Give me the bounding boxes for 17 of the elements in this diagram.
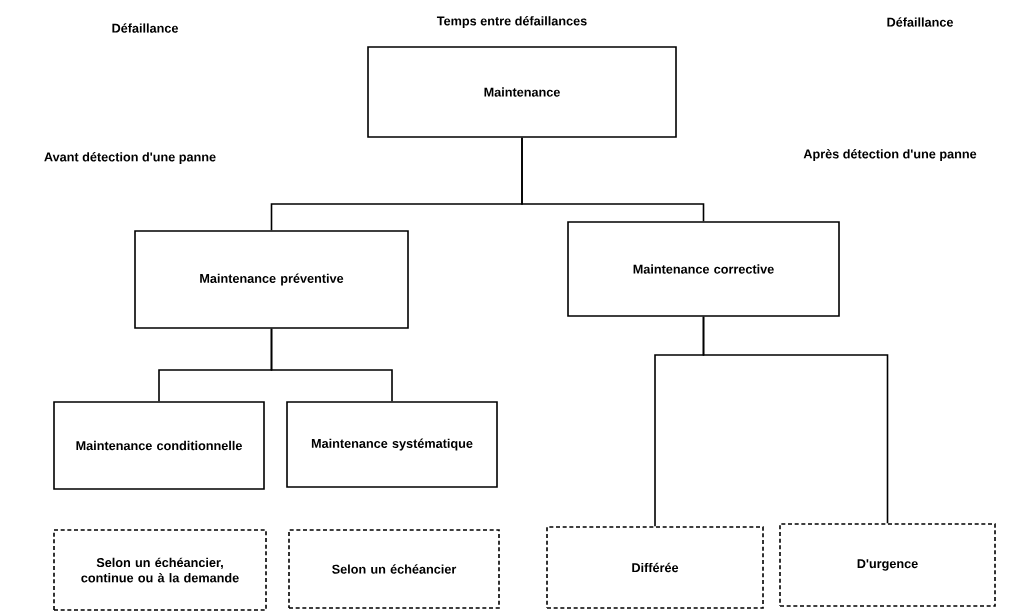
dashed-box: Selon un échéancier xyxy=(288,529,500,609)
dashed-box: Différée xyxy=(546,526,764,609)
label: Temps entre défaillances xyxy=(436,16,587,28)
label: Défaillance xyxy=(887,17,953,27)
process-box: Maintenance systématique xyxy=(286,401,498,488)
process-box: Maintenance conditionnelle xyxy=(53,401,265,490)
connector-line xyxy=(270,328,393,402)
dashed-box: Selon un échéancier, continue ou à la demande xyxy=(53,529,267,611)
process-box: Maintenance préventive xyxy=(134,230,409,329)
label: Avant détection d'une panne xyxy=(44,152,216,164)
connector-line xyxy=(521,137,705,222)
process-box: Maintenance corrective xyxy=(567,221,840,317)
dashed-box: D'urgence xyxy=(779,523,996,607)
process-box: Maintenance xyxy=(367,46,677,138)
connector-line xyxy=(702,316,889,524)
label: Après détection d'une panne xyxy=(803,149,977,161)
label: Défaillance xyxy=(112,23,178,33)
